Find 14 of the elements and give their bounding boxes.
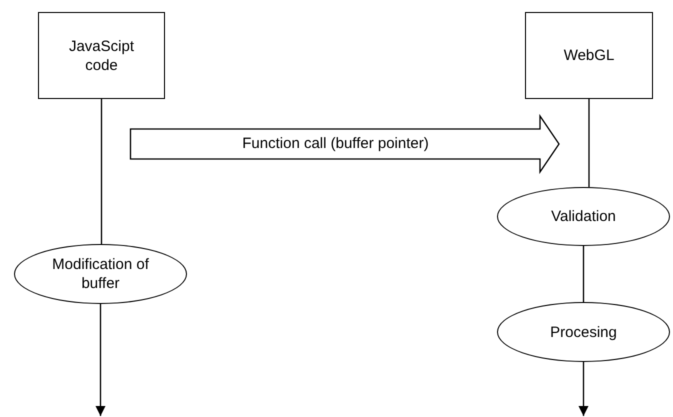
- lifeline-arrow: [578, 362, 588, 416]
- node-label: Validation: [551, 207, 616, 226]
- node-label: JavaScipt code: [68, 36, 136, 74]
- node-label: Procesing: [550, 322, 617, 342]
- node-label: WebGL: [564, 46, 614, 65]
- edge-label: Function call (buffer pointer): [242, 135, 429, 153]
- participant-box: [38, 12, 165, 99]
- message-block-arrow: [130, 114, 560, 174]
- lifeline-arrow: [96, 304, 106, 416]
- participant-box: [525, 12, 653, 99]
- node-label: Modification of buffer: [51, 255, 150, 293]
- lifeline: [100, 99, 102, 244]
- lifeline: [582, 246, 584, 302]
- lifeline: [588, 99, 590, 187]
